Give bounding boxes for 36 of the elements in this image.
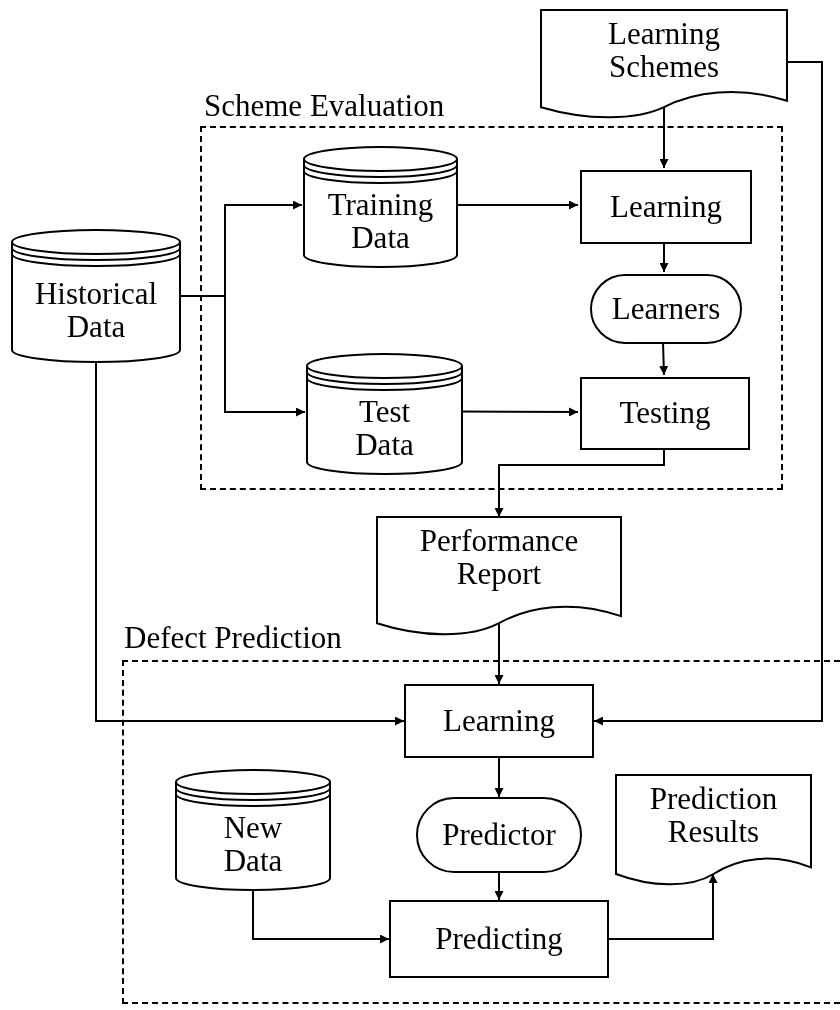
- node-label: Performance Report: [418, 525, 580, 591]
- arrow: [659, 341, 669, 376]
- database-cylinder: [176, 770, 330, 890]
- arrow: [179, 295, 306, 417]
- node-label: Predictor: [441, 818, 557, 852]
- node-label: Predicting: [434, 922, 564, 956]
- arrow: [252, 889, 390, 944]
- arrow: [95, 361, 405, 726]
- process-box: [389, 900, 609, 978]
- node-label: Training Data: [326, 189, 435, 255]
- node-label: Testing: [618, 397, 712, 430]
- node-label: Learning Schemes: [607, 18, 721, 84]
- group-heading: Defect Prediction: [124, 622, 342, 655]
- arrow: [659, 106, 669, 169]
- group-heading: Scheme Evaluation: [204, 90, 445, 123]
- node-label: Learning: [609, 190, 723, 224]
- node-label: Learners: [610, 292, 722, 326]
- process-box: [580, 170, 752, 244]
- database-cylinder: [12, 230, 180, 362]
- document-shape: [616, 775, 811, 885]
- database-cylinder: [307, 354, 462, 474]
- process-box: [580, 377, 750, 450]
- node-label: Learning: [442, 704, 556, 738]
- document-shape: [541, 10, 787, 118]
- database-cylinder: [304, 147, 457, 267]
- arrow: [593, 61, 823, 726]
- arrow: [494, 757, 504, 798]
- document-shape: [377, 517, 621, 635]
- arrow: [608, 873, 718, 940]
- process-box: [404, 684, 594, 758]
- arrow: [494, 622, 504, 685]
- arrow: [494, 872, 504, 901]
- node-label: Prediction Results: [648, 783, 779, 849]
- node-label: Historical Data: [33, 278, 159, 344]
- node-label: New Data: [222, 812, 284, 878]
- node-label: Test Data: [354, 396, 415, 462]
